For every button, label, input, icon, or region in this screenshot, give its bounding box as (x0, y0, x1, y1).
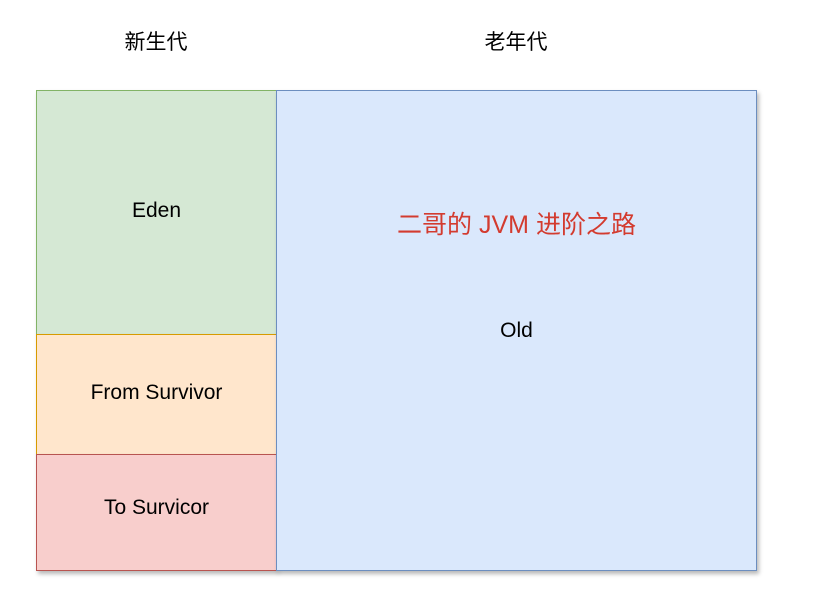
from-survivor-region: From Survivor (36, 334, 277, 455)
to-survivor-region: To Survicor (36, 454, 277, 571)
old-generation-label: 老年代 (484, 31, 548, 54)
eden-region: Eden (36, 90, 277, 335)
eden-label: Eden (131, 199, 182, 222)
watermark-text: 二哥的 JVM 进阶之路 (397, 211, 636, 239)
old-label: Old (500, 319, 533, 342)
from-survivor-label: From Survivor (90, 381, 223, 404)
old-region: 二哥的 JVM 进阶之路 Old (276, 90, 757, 571)
to-survivor-label: To Survicor (103, 496, 210, 519)
young-generation-label: 新生代 (124, 31, 188, 54)
